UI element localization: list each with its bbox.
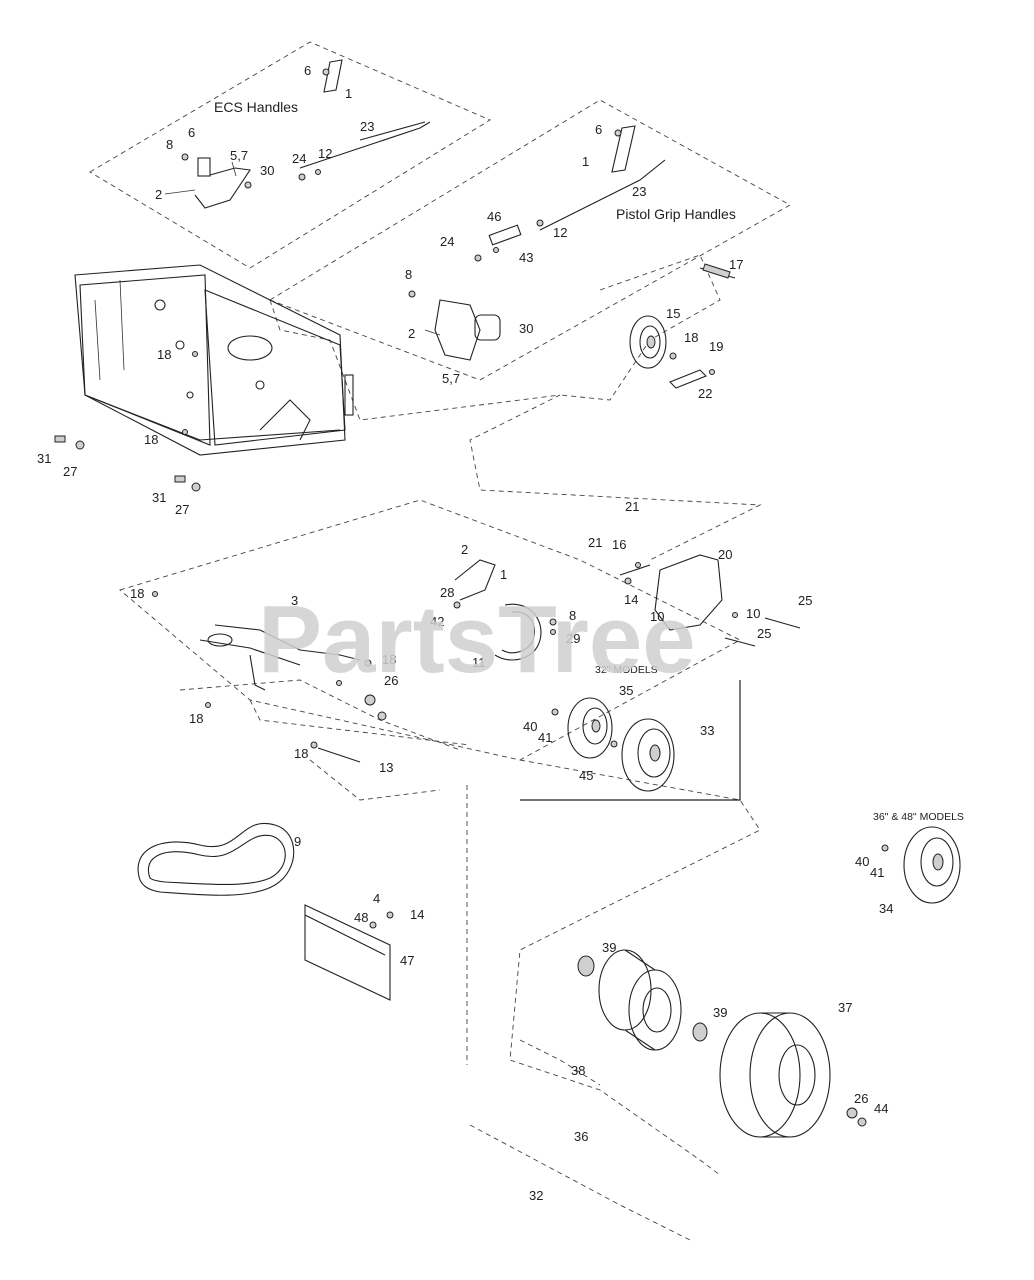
callout: 18: [144, 432, 158, 447]
callout: 6: [304, 63, 311, 78]
callout: 34: [879, 901, 893, 916]
callout: 23: [360, 119, 374, 134]
callout: 14: [624, 592, 638, 607]
callout: 35: [619, 683, 633, 698]
callout: 1: [500, 567, 507, 582]
callout: 18: [382, 652, 396, 667]
callout: 16: [612, 537, 626, 552]
callout: 10: [746, 606, 760, 621]
callout: 18: [294, 746, 308, 761]
callout: 27: [63, 464, 77, 479]
callout: 40: [523, 719, 537, 734]
callout: 18: [157, 347, 171, 362]
callout: 33: [700, 723, 714, 738]
callout: 21: [625, 499, 639, 514]
callout: 30: [519, 321, 533, 336]
callout: 5,7: [230, 148, 248, 163]
callout: 17: [729, 257, 743, 272]
callout: 42: [430, 614, 444, 629]
callout: 25: [757, 626, 771, 641]
callout: 6: [595, 122, 602, 137]
callout: 8: [405, 267, 412, 282]
callout: 2: [408, 326, 415, 341]
callout: 46: [487, 209, 501, 224]
callout: 5,7: [442, 371, 460, 386]
callout: 23: [632, 184, 646, 199]
callout: 30: [260, 163, 274, 178]
callout: 40: [855, 854, 869, 869]
callout: 19: [709, 339, 723, 354]
wheel-assembly: [577, 949, 867, 1138]
watermark: PartsTree: [258, 586, 696, 693]
callout: 36: [574, 1129, 588, 1144]
callout: 41: [870, 865, 884, 880]
ecs-handles-label: ECS Handles: [214, 99, 298, 115]
callout: 18: [189, 711, 203, 726]
callout: 39: [713, 1005, 727, 1020]
callout: 38: [571, 1063, 585, 1078]
callout: 47: [400, 953, 414, 968]
drive-belt: [137, 822, 295, 896]
callout: 2: [155, 187, 162, 202]
callout: 27: [175, 502, 189, 517]
callout: 12: [553, 225, 567, 240]
callout: 29: [566, 631, 580, 646]
callout: 31: [152, 490, 166, 505]
callout: 24: [440, 234, 454, 249]
callout: 20: [718, 547, 732, 562]
frame-assembly: [74, 264, 354, 456]
pulley-36-48: [881, 826, 961, 904]
assembly-outlines: [89, 41, 791, 1241]
callouts: ECS Handles Pistol Grip Handles 32" MODE…: [37, 63, 964, 1203]
callout: 9: [294, 834, 301, 849]
callout: 21: [588, 535, 602, 550]
callout: 31: [37, 451, 51, 466]
callout: 39: [602, 940, 616, 955]
callout: 44: [874, 1101, 888, 1116]
belt-guide: [304, 904, 394, 1001]
models-36-48-label: 36" & 48" MODELS: [873, 811, 964, 823]
callout: 43: [519, 250, 533, 265]
callout: 48: [354, 910, 368, 925]
callout: 12: [318, 146, 332, 161]
callout: 32: [529, 1188, 543, 1203]
callout: 45: [579, 768, 593, 783]
callout: 24: [292, 151, 306, 166]
callout: 2: [461, 542, 468, 557]
callout: 28: [440, 585, 454, 600]
mid-assembly: [152, 554, 801, 801]
callout: 26: [854, 1091, 868, 1106]
callout: 1: [582, 154, 589, 169]
callout: 26: [384, 673, 398, 688]
callout: 4: [373, 891, 380, 906]
callout: 8: [166, 137, 173, 152]
callout: 25: [798, 593, 812, 608]
models-32-label: 32" MODELS: [595, 664, 658, 676]
callout: 18: [130, 586, 144, 601]
callout: 13: [379, 760, 393, 775]
callout: 11: [472, 655, 486, 670]
callout: 3: [291, 593, 298, 608]
callout: 18: [684, 330, 698, 345]
pistol-grip-label: Pistol Grip Handles: [616, 206, 736, 222]
callout: 10: [650, 609, 664, 624]
frame-fasteners: [54, 351, 201, 492]
ecs-handle-parts: [164, 59, 431, 209]
callout: 8: [569, 608, 576, 623]
callout: 14: [410, 907, 424, 922]
pistol-grip-parts: [408, 125, 736, 389]
callout: 41: [538, 730, 552, 745]
pulleys-32: [551, 697, 675, 792]
callout: 37: [838, 1000, 852, 1015]
callout: 15: [666, 306, 680, 321]
callout: 6: [188, 125, 195, 140]
callout: 22: [698, 386, 712, 401]
callout: 1: [345, 86, 352, 101]
